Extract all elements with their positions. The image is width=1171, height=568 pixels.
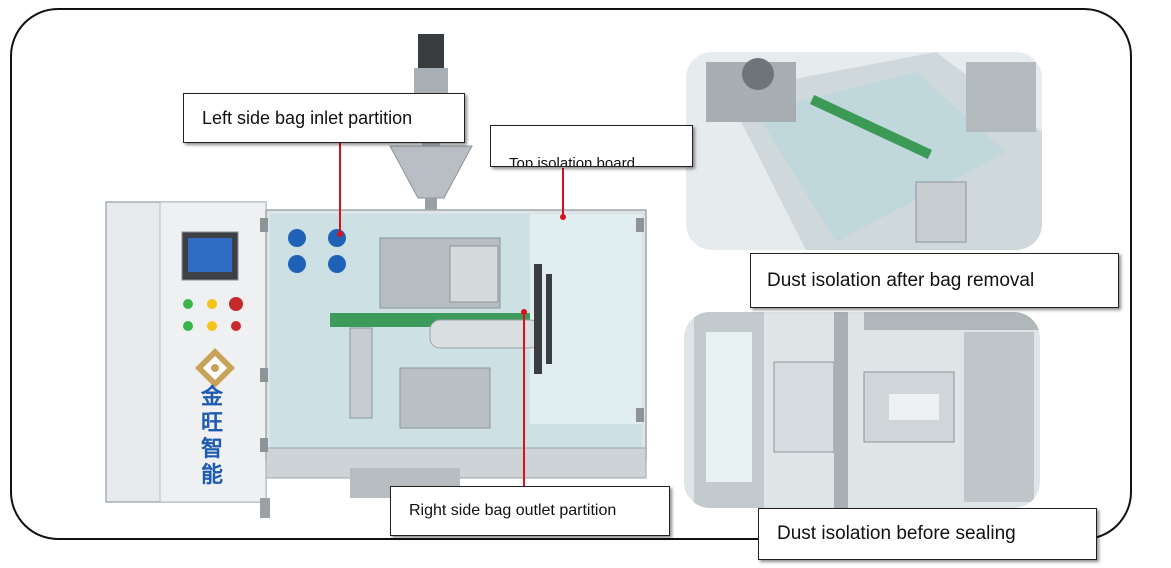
- callout-label: Right side bag outlet partition: [409, 502, 617, 519]
- callout-top-isolation-board: Top isolation board: [490, 125, 693, 167]
- brand-char: 智: [200, 437, 223, 462]
- callout-label: Left side bag inlet partition: [202, 107, 413, 128]
- callout-label: Dust isolation after bag removal: [767, 269, 1035, 291]
- motor-icon: [418, 34, 444, 70]
- callout-dust-before-sealing: Dust isolation before sealing: [758, 508, 1097, 560]
- safety-sign-icon: [288, 255, 306, 273]
- brand-logo-icon: [195, 348, 235, 388]
- photo-dust-after-removal: [686, 52, 1042, 250]
- leader-dot: [521, 309, 527, 315]
- callout-left-inlet-partition: Left side bag inlet partition: [183, 93, 465, 143]
- packing-machine-illustration: [105, 34, 647, 518]
- callout-right-outlet-partition: Right side bag outlet partition: [390, 486, 670, 536]
- photo-dust-before-sealing: [684, 312, 1040, 508]
- safety-sign-icon: [328, 255, 346, 273]
- callout-dust-after-removal: Dust isolation after bag removal: [750, 253, 1119, 308]
- brand-char: 能: [200, 463, 223, 488]
- brand-chinese-text: 金 旺 智 能: [196, 385, 228, 489]
- leader-line: [523, 312, 525, 487]
- brand-char: 金: [200, 385, 223, 410]
- leader-dot: [337, 231, 343, 237]
- callout-label: Dust isolation before sealing: [777, 523, 1016, 544]
- leader-dot: [560, 214, 566, 220]
- safety-sign-icon: [288, 229, 306, 247]
- leader-line: [562, 168, 564, 216]
- callout-label: Top isolation board: [509, 155, 635, 167]
- leader-line: [339, 142, 341, 232]
- brand-char: 旺: [200, 411, 223, 436]
- hmi-screen: [188, 238, 232, 272]
